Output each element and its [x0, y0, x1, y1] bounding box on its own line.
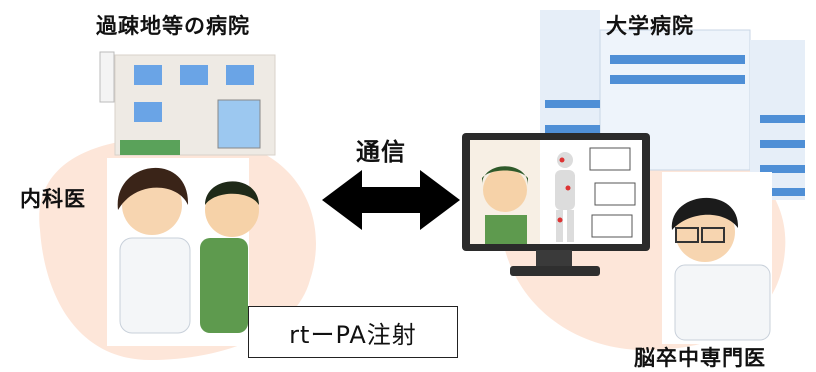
- treatment-label: rtーPA注射: [248, 306, 458, 358]
- university-hospital-label: 大学病院: [606, 14, 694, 38]
- local-hospital-building: [99, 51, 276, 156]
- communication-label: 通信: [356, 138, 406, 166]
- communication-arrow: [322, 170, 460, 230]
- stroke-specialist-figure: [662, 172, 772, 344]
- monitor: [462, 133, 650, 276]
- internist-label: 内科医: [20, 187, 86, 211]
- stroke-specialist-label: 脳卒中専門医: [634, 346, 766, 370]
- internist-scene: [107, 158, 259, 346]
- local-hospital-label: 過疎地等の病院: [96, 14, 250, 38]
